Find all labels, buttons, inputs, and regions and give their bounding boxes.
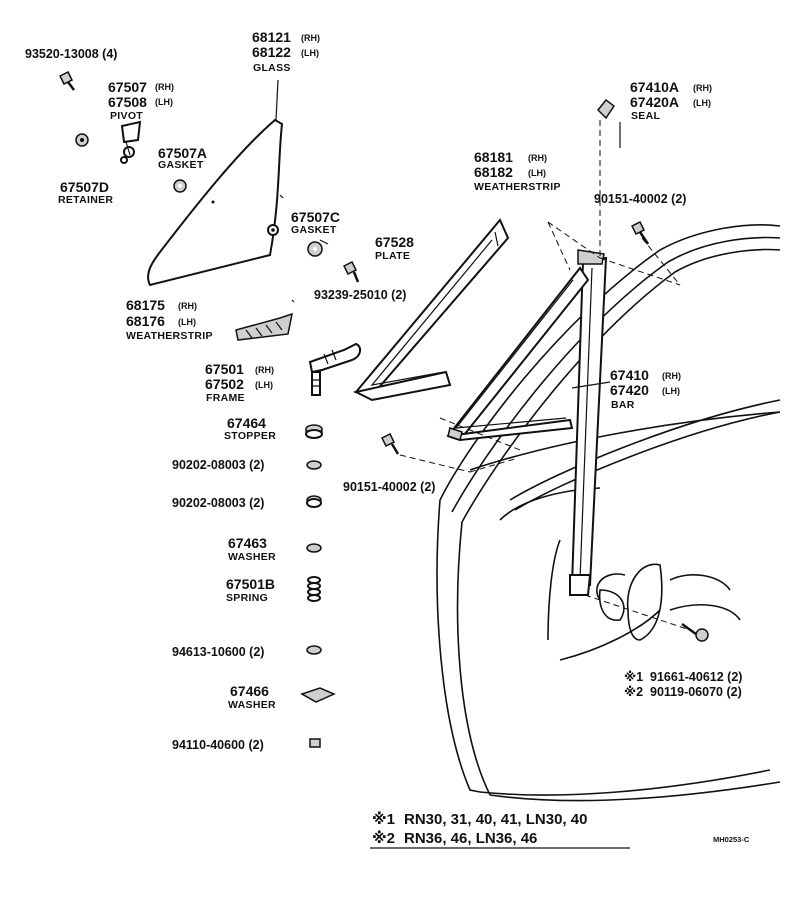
drawing-code: MH0253-C <box>713 835 750 844</box>
pivot-lh-suffix: (LH) <box>155 97 173 107</box>
seal-rh-number: 67410A <box>630 79 679 95</box>
weatherstrip-lower-lh-number: 68176 <box>126 313 165 329</box>
frame-lh-number: 67502 <box>205 376 244 392</box>
gasket-a-name: GASKET <box>158 159 204 171</box>
door-outline <box>436 224 781 802</box>
bar-lh-suffix: (LH) <box>662 386 680 396</box>
lower-weatherstrip-part <box>235 312 293 341</box>
bolt-ref1-number: 91661-40612 (2) <box>650 670 742 684</box>
weatherstrip-upper-rh-suffix: (RH) <box>528 153 547 163</box>
glass-name: GLASS <box>253 62 291 74</box>
gasket-c-name: GASKET <box>291 224 337 236</box>
plate-name: PLATE <box>375 250 410 262</box>
washer-67466-icon <box>300 687 336 703</box>
screw-93520-label: 93520-13008 (4) <box>25 47 117 61</box>
washer-67466-number: 67466 <box>230 683 269 699</box>
washer-67463-number: 67463 <box>228 535 267 551</box>
seal-lh-suffix: (LH) <box>693 98 711 108</box>
weatherstrip-lower-rh-suffix: (RH) <box>178 301 197 311</box>
labels: 93520-13008 (4) 67507 (RH) 67508 (LH) PI… <box>25 29 750 849</box>
frame-name: FRAME <box>206 392 245 404</box>
weatherstrip-lower-lh-suffix: (LH) <box>178 317 196 327</box>
footnote-1-mark: ※1 <box>372 810 395 828</box>
screw-93239-icon <box>342 260 360 283</box>
pivot-name: PIVOT <box>110 110 143 122</box>
plate-icon <box>307 241 323 257</box>
stopper-name: STOPPER <box>224 430 276 442</box>
gasket-c-number: 67507C <box>291 209 340 225</box>
seal-icon <box>596 98 616 120</box>
gasket-c-icon <box>267 224 279 236</box>
seal-lh-number: 67420A <box>630 94 679 110</box>
bar-lh-number: 67420 <box>610 382 649 398</box>
spring-number: 67501B <box>226 576 275 592</box>
spring-name: SPRING <box>226 592 268 604</box>
weatherstrip-upper-name: WEATHERSTRIP <box>474 181 561 193</box>
bolt-icon <box>681 622 709 642</box>
retainer-icon <box>75 133 89 147</box>
footnote-2-mark: ※2 <box>372 829 395 847</box>
bolt-ref2-mark: ※2 <box>624 685 643 699</box>
vent-frame-part <box>446 266 590 442</box>
frame-lh-suffix: (LH) <box>255 380 273 390</box>
pivot-lh-number: 67508 <box>108 94 147 110</box>
weatherstrip-upper-rh-number: 68181 <box>474 149 513 165</box>
spring-icon <box>307 576 321 602</box>
pin-94613-label: 94613-10600 (2) <box>172 645 264 659</box>
nut-1-icon <box>306 460 322 470</box>
leader-lines <box>275 79 691 631</box>
seal-name: SEAL <box>631 110 660 122</box>
bolt-ref2-number: 90119-06070 (2) <box>650 685 742 699</box>
nut-94110-icon <box>309 738 321 748</box>
upper-weatherstrip-part <box>353 218 510 402</box>
glass-rh-suffix: (RH) <box>301 33 320 43</box>
nut-94110-label: 94110-40600 (2) <box>172 738 264 752</box>
retainer-name: RETAINER <box>58 194 113 206</box>
bolt-ref1-mark: ※1 <box>624 670 643 684</box>
screw-mid-label: 90151-40002 (2) <box>343 480 435 494</box>
frame-rh-suffix: (RH) <box>255 365 274 375</box>
retainer-number: 67507D <box>60 179 109 195</box>
pivot-icon <box>120 120 142 164</box>
bar-name: BAR <box>611 399 635 411</box>
frame-handle-part <box>308 342 362 396</box>
gasket-a-icon <box>173 179 187 193</box>
bar-part <box>569 249 608 596</box>
bar-rh-suffix: (RH) <box>662 371 681 381</box>
screw-93520-icon <box>58 70 75 91</box>
footnote-2-text: RN36, 46, LN36, 46 <box>404 830 537 847</box>
pivot-rh-suffix: (RH) <box>155 82 174 92</box>
screw-top-icon <box>630 220 650 245</box>
screw-mid-icon <box>380 432 400 455</box>
seal-rh-suffix: (RH) <box>693 83 712 93</box>
plate-number: 67528 <box>375 234 414 250</box>
washer-67463-icon <box>306 543 322 553</box>
glass-rh-number: 68121 <box>252 29 291 45</box>
stopper-icon <box>305 424 323 439</box>
nut-1-label: 90202-08003 (2) <box>172 458 264 472</box>
weatherstrip-upper-lh-number: 68182 <box>474 164 513 180</box>
stopper-number: 67464 <box>227 415 266 431</box>
screw-93239-label: 93239-25010 (2) <box>314 288 406 302</box>
vent-glass-part <box>147 118 284 287</box>
weatherstrip-lower-rh-number: 68175 <box>126 297 165 313</box>
washer-67466-name: WASHER <box>228 699 276 711</box>
footnote-1-text: RN30, 31, 40, 41, LN30, 40 <box>404 811 587 828</box>
nut-2-label: 90202-08003 (2) <box>172 496 264 510</box>
weatherstrip-upper-lh-suffix: (LH) <box>528 168 546 178</box>
washer-67463-name: WASHER <box>228 551 276 563</box>
pin-94613-icon <box>306 645 322 655</box>
nut-2-icon <box>306 495 322 508</box>
gasket-a-number: 67507A <box>158 145 207 161</box>
pivot-rh-number: 67507 <box>108 79 147 95</box>
glass-lh-suffix: (LH) <box>301 48 319 58</box>
bar-rh-number: 67410 <box>610 367 649 383</box>
glass-lh-number: 68122 <box>252 44 291 60</box>
weatherstrip-lower-name: WEATHERSTRIP <box>126 330 213 342</box>
screw-top-label: 90151-40002 (2) <box>594 192 686 206</box>
frame-rh-number: 67501 <box>205 361 244 377</box>
